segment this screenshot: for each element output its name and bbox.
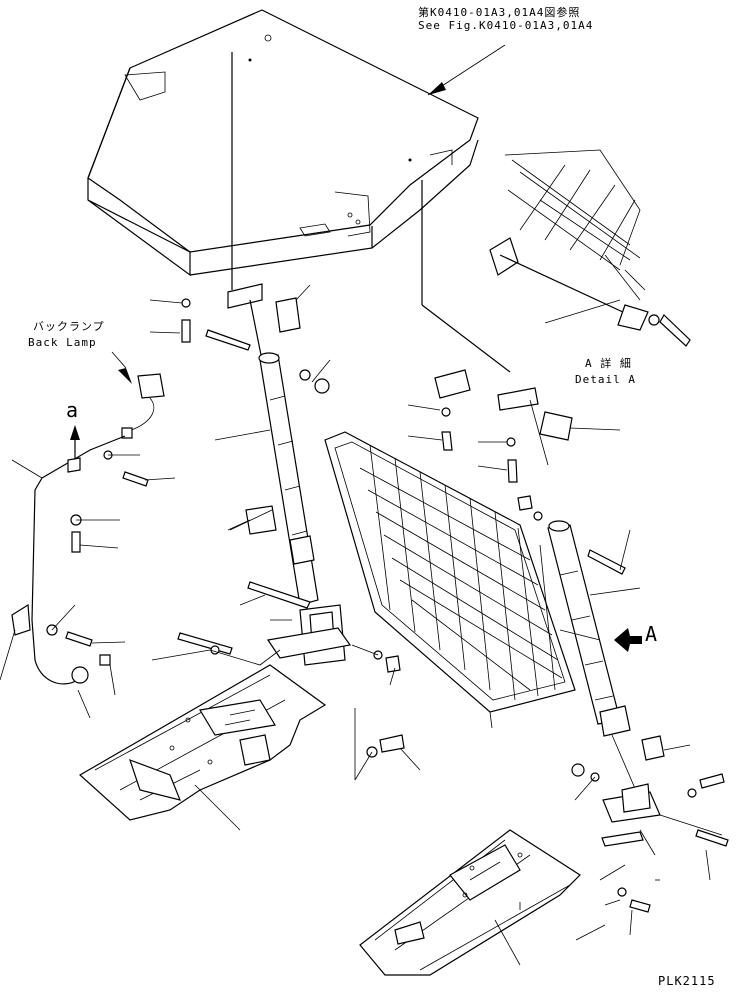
canopy-roof: [87, 9, 511, 373]
detail-a-mesh: [489, 149, 691, 347]
back-lamp-label-jp: バックランプ: [33, 320, 105, 333]
screen-mesh: [324, 431, 576, 729]
reference-note-en: See Fig.K0410-01A3,01A4: [418, 19, 594, 32]
arrow-a-lower-label: a: [66, 398, 79, 422]
back-lamp-label-en: Back Lamp: [28, 336, 97, 349]
right-post: [407, 369, 691, 801]
detail-a-label-jp: A 詳 細: [585, 357, 632, 370]
arrow-a-upper-label: A: [645, 622, 658, 646]
left-post: [149, 283, 401, 686]
right-base-frame: [359, 763, 729, 976]
left-base-frame: [78, 664, 421, 831]
reference-note-jp: 第K0410-01A3,01A4図参照: [418, 6, 581, 19]
back-lamp-harness: [0, 351, 176, 719]
detail-a-label-en: Detail A: [575, 373, 636, 386]
drawing-number: PLK2115: [658, 974, 716, 988]
